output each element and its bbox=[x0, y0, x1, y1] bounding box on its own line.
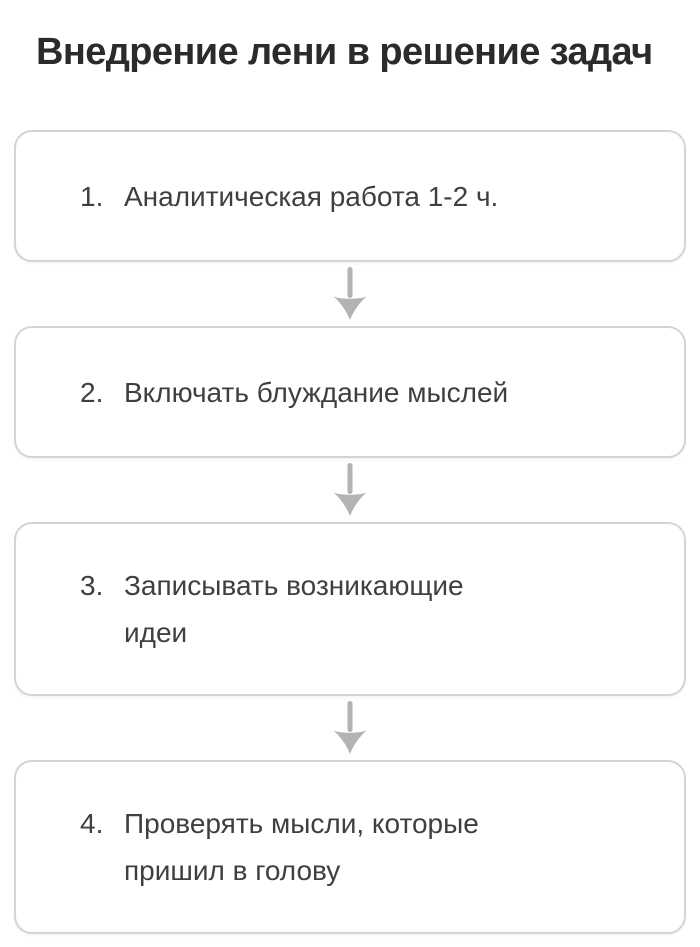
flow-connector bbox=[14, 696, 686, 760]
step-box-1: 1. Аналитическая работа 1-2 ч. bbox=[14, 130, 686, 262]
step-content: 3. Записывать возникающие идеи bbox=[80, 562, 464, 656]
step-content: 1. Аналитическая работа 1-2 ч. bbox=[80, 173, 498, 220]
step-box-2: 2. Включать блуждание мыслей bbox=[14, 326, 686, 458]
step-label: Проверять мысли, которые пришил в голову bbox=[124, 808, 479, 886]
down-arrow-icon bbox=[333, 267, 367, 320]
step-box-3: 3. Записывать возникающие идеи bbox=[14, 522, 686, 696]
down-arrow-icon bbox=[333, 701, 367, 754]
step-content: 2. Включать блуждание мыслей bbox=[80, 369, 508, 416]
step-label: Аналитическая работа 1-2 ч. bbox=[124, 180, 499, 212]
step-label: Записывать возникающие идеи bbox=[124, 570, 464, 648]
step-number: 4. bbox=[80, 808, 104, 839]
diagram-title: Внедрение лени в решение задач bbox=[36, 31, 653, 73]
down-arrow-icon bbox=[333, 463, 367, 516]
flow-connector bbox=[14, 458, 686, 522]
flow-connector bbox=[14, 262, 686, 326]
step-content: 4. Проверять мысли, которые пришил в гол… bbox=[80, 800, 479, 894]
step-number: 2. bbox=[80, 376, 104, 408]
step-number: 3. bbox=[80, 570, 104, 601]
step-label: Включать блуждание мыслей bbox=[124, 376, 509, 408]
step-number: 1. bbox=[80, 180, 104, 212]
step-box-4: 4. Проверять мысли, которые пришил в гол… bbox=[14, 760, 686, 934]
